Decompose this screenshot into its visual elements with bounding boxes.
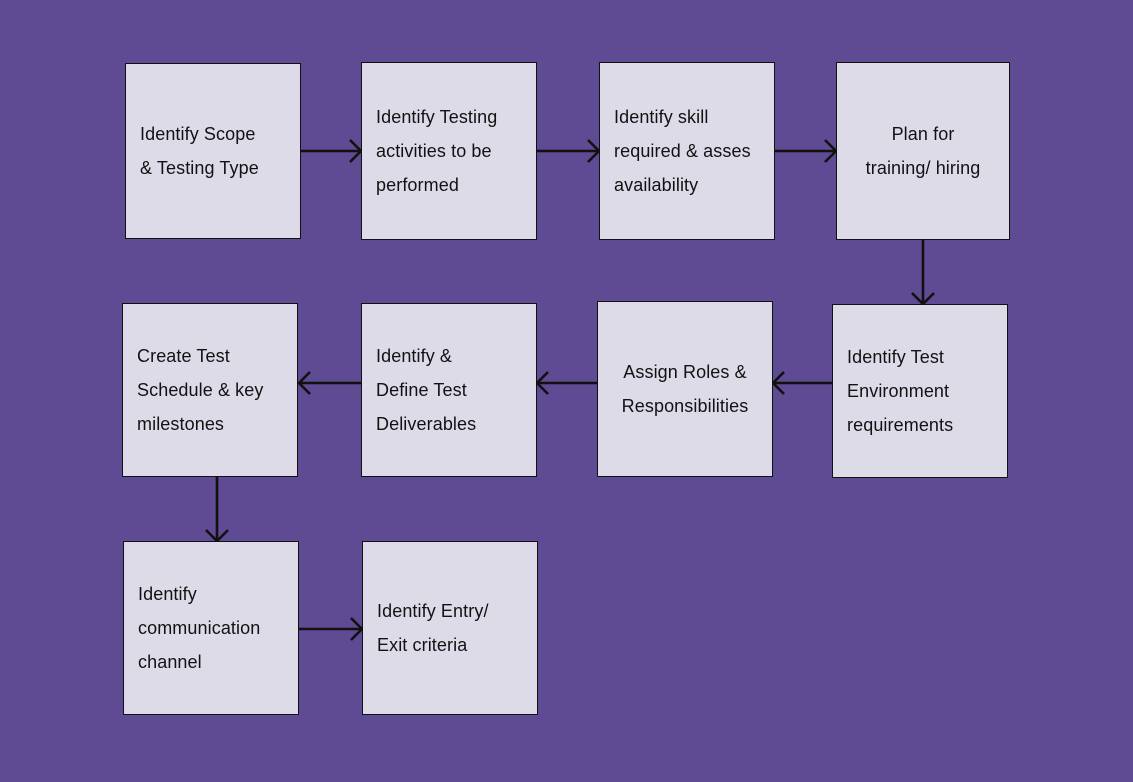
node-label: Identify communication channel bbox=[138, 584, 261, 672]
flowchart-edge-n3-to-n4 bbox=[775, 139, 838, 163]
flowchart-edge-n7-to-n8 bbox=[297, 371, 361, 395]
node-label: Identify & Define Test Deliverables bbox=[376, 346, 477, 434]
flowchart-edge-n4-to-n5 bbox=[911, 240, 935, 306]
flowchart-node-plan-for-training-hiring[interactable]: Plan for training/ hiring bbox=[836, 62, 1010, 240]
node-label: Create Test Schedule & key milestones bbox=[137, 346, 264, 434]
edge-arrowhead bbox=[297, 371, 311, 395]
edge-arrowhead bbox=[205, 529, 229, 543]
flowchart-edge-n8-to-n9 bbox=[205, 477, 229, 543]
edge-arrowhead bbox=[535, 371, 549, 395]
edge-arrowhead bbox=[824, 139, 838, 163]
node-label: Identify skill required & asses availabi… bbox=[614, 107, 751, 195]
flowchart-node-identify-test-environment-requirements[interactable]: Identify Test Environment requirements bbox=[832, 304, 1008, 478]
flowchart-edge-n1-to-n2 bbox=[301, 139, 363, 163]
flowchart-edge-n2-to-n3 bbox=[537, 139, 601, 163]
edge-arrowhead bbox=[349, 139, 363, 163]
flowchart-edge-n6-to-n7 bbox=[535, 371, 597, 395]
flowchart-node-identify-entry-exit-criteria[interactable]: Identify Entry/ Exit criteria bbox=[362, 541, 538, 715]
flowchart-node-create-test-schedule-key-milestones[interactable]: Create Test Schedule & key milestones bbox=[122, 303, 298, 477]
node-label: Identify Scope & Testing Type bbox=[140, 124, 259, 178]
flowchart-edge-n9-to-n10 bbox=[299, 617, 364, 641]
flowchart-node-identify-testing-activities-to-be-perfor[interactable]: Identify Testing activities to be perfor… bbox=[361, 62, 537, 240]
flowchart-node-identify-scope-testing-type[interactable]: Identify Scope & Testing Type bbox=[125, 63, 301, 239]
flowchart-node-identify-communication-channel[interactable]: Identify communication channel bbox=[123, 541, 299, 715]
edge-arrowhead bbox=[771, 371, 785, 395]
flowchart-edge-n5-to-n6 bbox=[771, 371, 832, 395]
node-label: Identify Test Environment requirements bbox=[847, 347, 954, 435]
flowchart-node-assign-roles-responsibilities[interactable]: Assign Roles & Responsibilities bbox=[597, 301, 773, 477]
edge-arrowhead bbox=[587, 139, 601, 163]
node-label: Assign Roles & Responsibilities bbox=[621, 362, 749, 416]
edge-arrowhead bbox=[350, 617, 364, 641]
node-label: Identify Testing activities to be perfor… bbox=[376, 107, 498, 195]
edge-arrowhead bbox=[911, 292, 935, 306]
node-label: Identify Entry/ Exit criteria bbox=[377, 601, 489, 655]
flowchart-node-identify-skill-required-asses-availabili[interactable]: Identify skill required & asses availabi… bbox=[599, 62, 775, 240]
node-label: Plan for training/ hiring bbox=[865, 124, 981, 178]
flowchart-node-identify-define-test-deliverables[interactable]: Identify & Define Test Deliverables bbox=[361, 303, 537, 477]
